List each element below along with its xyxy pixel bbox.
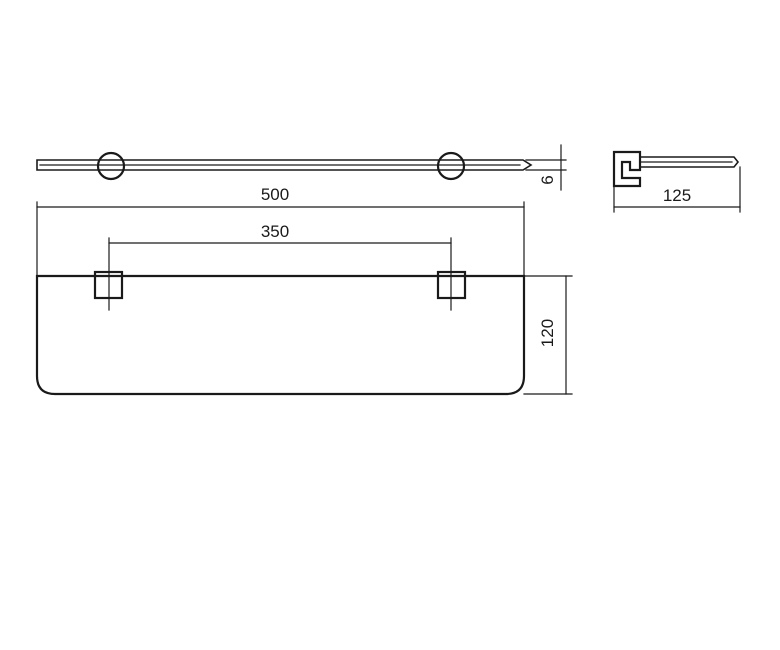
length-dim-label: 500 <box>261 185 289 204</box>
left-round-bracket <box>96 151 126 181</box>
side-glass-plate <box>639 156 740 168</box>
shelf-outline <box>35 274 526 396</box>
front-elevation-view: 6 <box>36 144 567 191</box>
side-bracket <box>612 150 642 188</box>
right-round-bracket <box>436 151 466 181</box>
spacing-dim-label: 350 <box>261 222 289 241</box>
right-square-bracket <box>436 270 467 300</box>
glass-edge-top <box>36 159 533 171</box>
left-square-bracket <box>93 270 124 300</box>
thickness-dim-label: 6 <box>538 175 557 184</box>
side-view: 125 <box>612 150 741 213</box>
depth-dim-label: 120 <box>538 319 557 347</box>
projection-dim-label: 125 <box>663 186 691 205</box>
plan-view: 500 350 120 <box>35 185 573 396</box>
